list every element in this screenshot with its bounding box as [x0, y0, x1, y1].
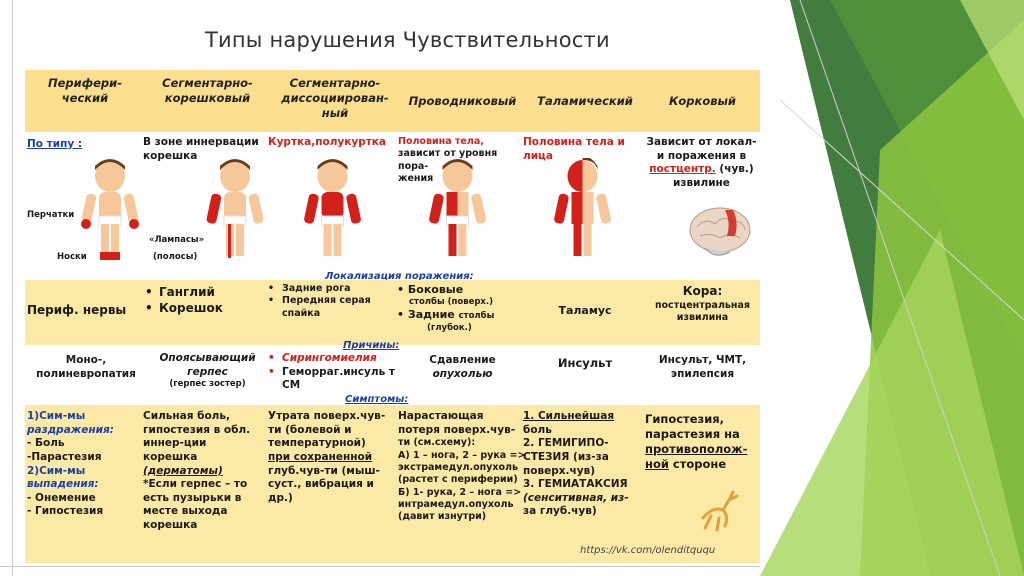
figure-peripheral — [81, 159, 139, 260]
brain-icon — [689, 207, 751, 256]
loc-peripheral: Периф. нервы — [27, 303, 127, 317]
loc-dissociated: Задние рога Передняя серая спайка — [268, 283, 400, 320]
cause-conductive: Сдавление опухолью — [429, 354, 496, 380]
jacket-text: Куртка,полукуртка — [268, 136, 387, 148]
header-cortical: Корковый — [669, 94, 736, 108]
loc-conductive: • Боковые столбы (поверх.) • Задние стол… — [397, 283, 495, 333]
header-thalamic: Таламический — [537, 94, 633, 108]
watermark-text: https://vk.com/olenditququ — [580, 545, 716, 556]
cause-thalamic: Инсульт — [557, 356, 613, 370]
sym-thalamic: 1. Сильнейшая боль 2. ГЕМИГИПО- СТЕЗИЯ (… — [523, 410, 629, 518]
frame-left-line — [12, 0, 13, 576]
page-title: Типы нарушения Чувствительности — [205, 28, 610, 52]
symptoms-band — [25, 405, 760, 563]
header-peripheral: Перифери-ческий — [48, 76, 122, 105]
cortical-type-text: Зависит от локал- и поражения в постцент… — [646, 136, 757, 189]
figure-conductive — [429, 159, 486, 256]
cause-radicular: Опоясывающий герпес (герпес зостер) — [159, 352, 256, 390]
stripes-label: «Лампасы» — [149, 235, 205, 245]
loc-radicular: Ганглий Корешок — [145, 285, 270, 316]
conductive-type-text: Половина тела, зависит от уровня пора- ж… — [398, 136, 498, 185]
cause-dissociated: Сирингомиелия Геморраг.инсуль т СМ — [268, 352, 400, 393]
deer-logo-icon — [701, 490, 739, 532]
type-label: По типу : — [27, 138, 83, 150]
header-dissociated: Сегментарно-диссоциирован-ный — [281, 76, 389, 120]
figure-radicular — [206, 159, 264, 258]
sym-dissociated: Утрата поверх.чув- ти (болевой и темпера… — [268, 410, 386, 504]
figure-thalamic — [554, 158, 611, 256]
cause-peripheral: Моно-,полиневропатия — [36, 354, 136, 380]
causes-label: Причины: — [343, 340, 400, 351]
symptoms-label: Симптомы: — [345, 394, 409, 405]
localization-label: Локализация поражения: — [325, 271, 474, 282]
sym-conductive: Нарастающая потеря поверх.чув- ти (см.сх… — [398, 410, 526, 523]
gloves-label: Перчатки — [27, 210, 75, 220]
loc-thalamic: Таламус — [558, 304, 612, 317]
header-conductive: Проводниковый — [408, 94, 517, 108]
figure-dissociated — [304, 159, 361, 256]
loc-cortical: Кора: постцентральная извилина — [654, 284, 751, 323]
sym-cortical: Гипостезия, парастезия на противополож- … — [645, 412, 748, 471]
sym-peripheral: 1)Сим-мы раздражения: - Боль -Парастезия… — [27, 410, 114, 518]
sensitivity-table: Перифери-ческий Сегментарно-корешковый С… — [25, 70, 760, 563]
sym-radicular: Сильная боль, гипостезия в обл. иннер-ци… — [143, 410, 251, 532]
socks-label: Носки — [57, 252, 87, 262]
header-radicular: Сегментарно-корешковый — [162, 76, 253, 105]
bands-label: (полосы) — [153, 252, 198, 262]
header-band — [25, 70, 760, 132]
frame-bottom-line — [0, 566, 760, 567]
cause-cortical: Инсульт, ЧМТ, эпилепсия — [658, 354, 747, 380]
